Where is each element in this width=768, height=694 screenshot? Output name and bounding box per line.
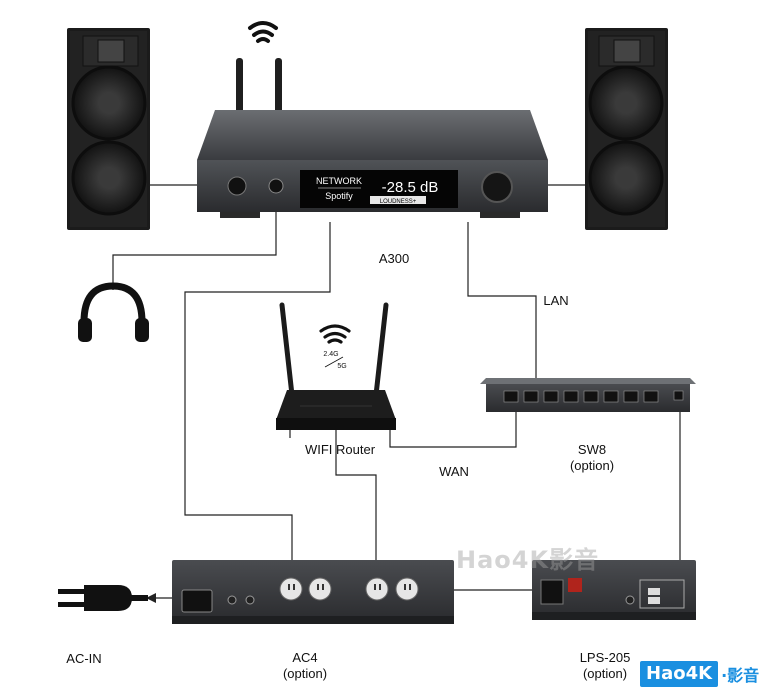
a300-amplifier <box>197 58 548 218</box>
label-sw8: SW8 <box>577 442 607 457</box>
left-speaker <box>67 28 150 230</box>
label-wan: WAN <box>439 464 469 479</box>
right-speaker <box>585 28 668 230</box>
cable-wan <box>389 402 517 448</box>
label-ac4: AC4 <box>292 650 318 665</box>
cable-a300-power <box>184 222 331 572</box>
label-lps205: LPS-205 <box>579 650 631 665</box>
ac4-outlets <box>279 577 419 601</box>
watermark: Hao4K影音 <box>456 546 600 574</box>
lps205-power-supply <box>532 560 696 620</box>
label-lan: LAN <box>543 293 569 308</box>
router-wifi-icon <box>319 324 351 344</box>
badge-suffix: ·影音 <box>721 666 760 685</box>
wifi-router <box>276 302 396 430</box>
wifi-signal-icon <box>248 21 278 43</box>
label-a300: A300 <box>378 251 410 266</box>
label-ac4-option: (option) <box>282 666 328 681</box>
ac-plug-icon <box>58 585 148 611</box>
display-source-top: NETWORK <box>316 176 362 186</box>
sw8-ports <box>503 390 684 403</box>
badge-brand: Hao4K <box>640 661 719 687</box>
display-source-bottom: Spotify <box>325 191 353 201</box>
router-band-top: 2.4G <box>323 351 338 358</box>
label-lps205-option: (option) <box>582 666 628 681</box>
cable-headphone <box>112 200 277 290</box>
ac-in-arrow <box>146 593 156 603</box>
label-sw8-option: (option) <box>569 458 615 473</box>
label-wifi-router: WIFI Router <box>304 442 376 457</box>
display-volume: -28.5 dB <box>382 179 439 196</box>
router-band-bottom: 5G <box>337 363 346 370</box>
label-ac-in: AC-IN <box>66 651 102 666</box>
headphones-icon <box>78 282 149 342</box>
sw8-switch <box>480 378 696 412</box>
hao4k-badge: Hao4K ·影音 <box>640 660 766 688</box>
cables <box>112 184 681 599</box>
ac4-power-conditioner <box>172 560 454 624</box>
cable-lan <box>467 222 537 380</box>
display-mode: LOUDNESS+ <box>380 199 417 205</box>
cable-router-power-2 <box>335 428 377 572</box>
